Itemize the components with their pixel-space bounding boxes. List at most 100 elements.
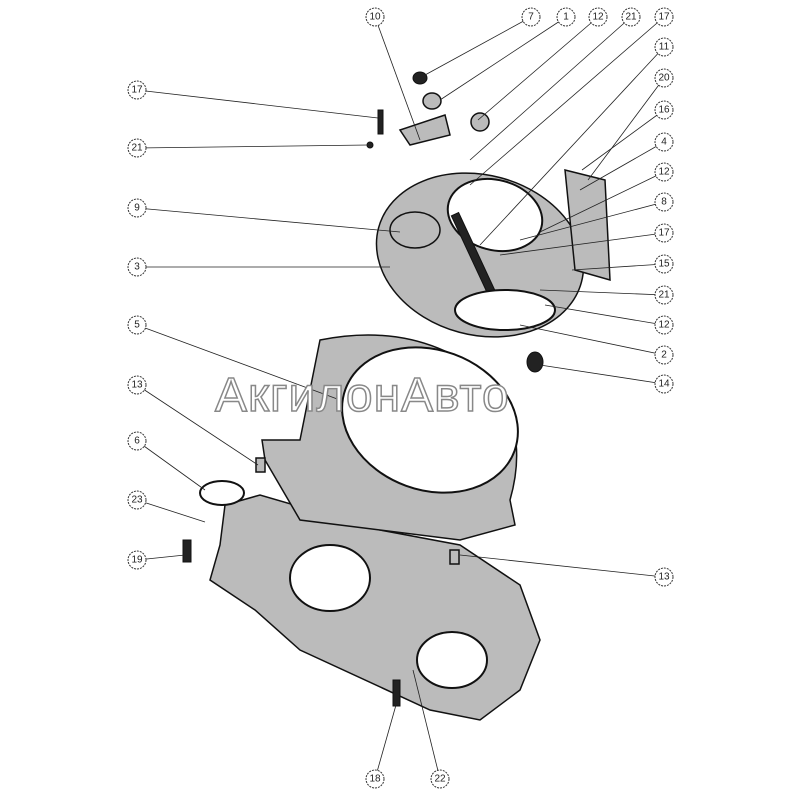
callout-22: 22 <box>430 769 450 789</box>
callout-label: 12 <box>658 167 670 178</box>
callout-21: 21 <box>654 285 674 305</box>
gasket <box>199 480 245 506</box>
leader-line <box>439 16 567 101</box>
plate-opening-lower <box>416 631 488 689</box>
callout-11: 11 <box>654 37 674 57</box>
callout-1: 1 <box>556 7 576 27</box>
callout-13: 13 <box>127 375 147 395</box>
callout-label: 11 <box>659 42 670 53</box>
callout-label: 12 <box>592 12 604 23</box>
bearing-housing <box>389 211 441 249</box>
callout-14: 14 <box>654 374 674 394</box>
leader-line <box>477 16 599 121</box>
leader-line <box>571 263 665 271</box>
leader-line <box>374 16 421 141</box>
leader-line <box>587 77 665 181</box>
leader-line <box>519 324 665 356</box>
callout-19: 19 <box>127 550 147 570</box>
leader-line <box>539 171 665 233</box>
leader-line <box>374 704 397 780</box>
bolt-18 <box>392 679 401 707</box>
bolt-19 <box>182 539 192 563</box>
callout-23: 23 <box>127 490 147 510</box>
leader-line <box>539 364 665 385</box>
callout-label: 20 <box>658 73 670 84</box>
callout-5: 5 <box>127 315 147 335</box>
callout-4: 4 <box>654 132 674 152</box>
leader-lines <box>136 16 665 780</box>
callouts: 10 7 1 12 21 17 11 20 16 4 12 8 17 15 21 12 2 14 13 17 21 9 3 5… <box>127 7 674 789</box>
leader-line <box>479 46 665 246</box>
leader-line <box>579 141 665 191</box>
callout-label: 13 <box>658 572 670 583</box>
callout-8: 8 <box>654 192 674 212</box>
leader-line <box>519 201 665 241</box>
callout-label: 16 <box>658 105 670 116</box>
callout-label: 2 <box>661 350 667 361</box>
callout-17: 17 <box>654 223 674 243</box>
callout-13: 13 <box>654 567 674 587</box>
leader-line <box>459 554 665 578</box>
leader-line <box>544 304 665 326</box>
leader-line <box>136 207 401 233</box>
leader-line <box>412 669 441 780</box>
callout-label: 18 <box>369 774 381 785</box>
bolt-17 <box>377 109 384 135</box>
leader-line <box>136 324 341 401</box>
leader-line <box>469 16 665 186</box>
callout-label: 17 <box>658 228 670 239</box>
callout-label: 22 <box>434 774 446 785</box>
bracket-plate <box>564 169 611 282</box>
nut-7 <box>412 71 428 85</box>
callout-label: 6 <box>134 436 140 447</box>
callout-12: 12 <box>654 162 674 182</box>
leader-line <box>136 384 259 466</box>
callout-label: 21 <box>131 143 143 154</box>
leader-line <box>469 16 632 161</box>
callout-3: 3 <box>127 257 147 277</box>
leader-line <box>136 499 206 523</box>
bushing-1 <box>422 92 442 110</box>
callout-12: 12 <box>654 315 674 335</box>
callout-17: 17 <box>127 80 147 100</box>
bell-housing-bore <box>341 346 519 494</box>
lever-10 <box>398 114 451 146</box>
callout-7: 7 <box>521 7 541 27</box>
callout-9: 9 <box>127 198 147 218</box>
callout-label: 9 <box>134 203 140 214</box>
callout-21: 21 <box>621 7 641 27</box>
dowel-13b <box>449 549 460 565</box>
callout-label: 8 <box>661 197 667 208</box>
callout-label: 12 <box>658 320 670 331</box>
callout-label: 17 <box>131 85 143 96</box>
callout-17: 17 <box>654 7 674 27</box>
callout-10: 10 <box>365 7 385 27</box>
callout-2: 2 <box>654 345 674 365</box>
callout-label: 21 <box>625 12 637 23</box>
part-12 <box>470 112 490 132</box>
callout-label: 3 <box>134 262 140 273</box>
callout-6: 6 <box>127 431 147 451</box>
plug-14 <box>526 351 544 373</box>
callout-label: 15 <box>658 259 670 270</box>
plate-opening-upper <box>289 544 371 612</box>
callout-21: 21 <box>127 138 147 158</box>
callout-label: 7 <box>528 12 534 23</box>
callout-label: 5 <box>134 320 140 331</box>
callout-label: 21 <box>658 290 670 301</box>
leader-line <box>136 144 369 149</box>
leader-line <box>539 289 665 296</box>
callout-12: 12 <box>588 7 608 27</box>
leader-line <box>424 16 532 76</box>
leader-line <box>136 440 206 491</box>
callout-label: 14 <box>658 379 670 390</box>
callout-label: 4 <box>661 137 667 148</box>
callout-label: 10 <box>369 12 381 23</box>
dowel-13 <box>255 457 266 473</box>
leader-line <box>499 232 665 256</box>
callout-label: 17 <box>658 12 670 23</box>
leader-line <box>581 109 665 171</box>
callout-label: 23 <box>131 495 143 506</box>
callout-20: 20 <box>654 68 674 88</box>
